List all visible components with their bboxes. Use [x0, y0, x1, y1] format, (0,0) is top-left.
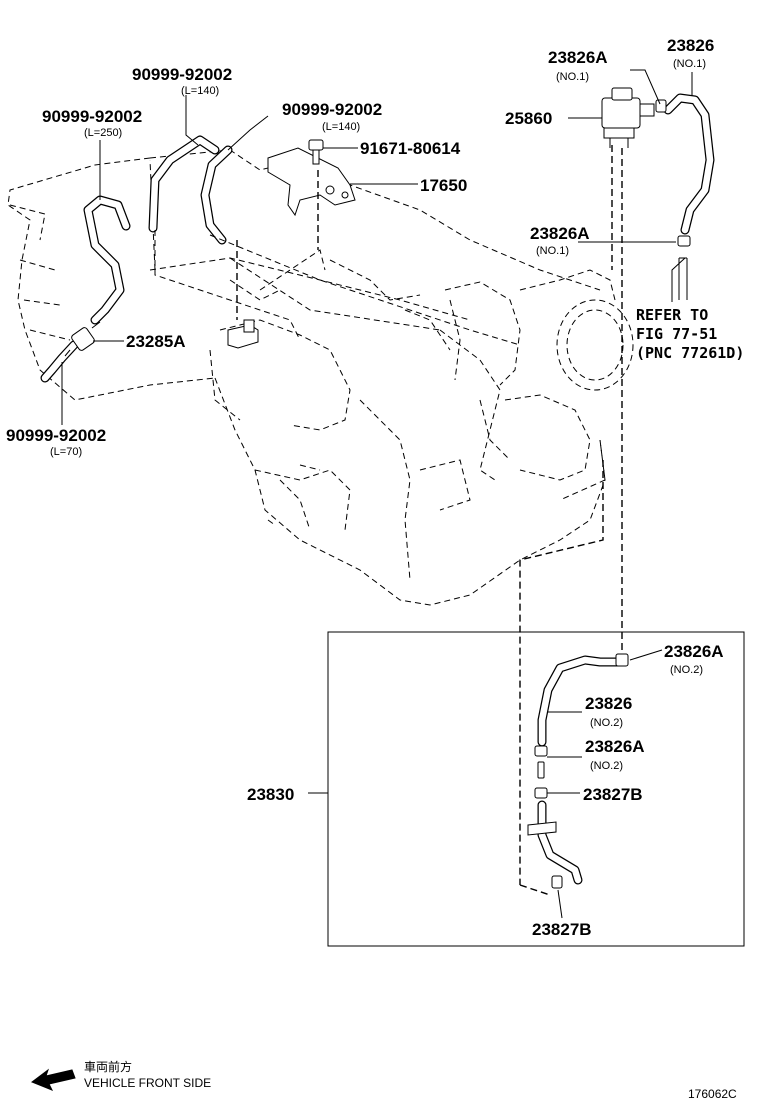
- part-number-label: 23827B: [583, 785, 643, 804]
- vacuum-transmitter-23285A: [64, 321, 101, 357]
- part-number-label: 23827B: [532, 920, 592, 939]
- part-number-label: 23826A: [585, 737, 645, 756]
- callout-c16: 23827B: [532, 920, 592, 939]
- part-note-label: (L=140): [322, 121, 360, 133]
- part-note-label: (NO.2): [590, 717, 623, 729]
- clip-23827B-upper: [534, 787, 548, 799]
- part-number-label: 90999-92002: [42, 107, 142, 126]
- callout-c17: 23830: [247, 785, 294, 804]
- part-number-label: 90999-92002: [6, 426, 106, 445]
- part-note-label: (L=70): [50, 446, 82, 458]
- bracket-17650: [267, 147, 356, 217]
- part-note-label: (L=140): [181, 85, 219, 97]
- part-number-label: 25860: [505, 109, 552, 128]
- reference-note: REFER TO FIG 77-51 (PNC 77261D): [636, 306, 744, 362]
- hose-23826-no1: [663, 93, 715, 235]
- front-label-jp: 車両前方: [84, 1059, 132, 1074]
- part-number-label: 23826A: [664, 642, 724, 661]
- bolt-91671-80614: [308, 139, 324, 165]
- figure-id: 176062C: [688, 1087, 737, 1101]
- callout-c13: 23826 (NO.2): [585, 694, 632, 729]
- routing-lines: [154, 145, 623, 896]
- part-number-label: 23830: [247, 785, 294, 804]
- clip-23826A-no2-lower: [534, 745, 548, 779]
- vsv-valve-25860: [601, 87, 665, 148]
- part-number-label: 23826: [667, 36, 714, 55]
- part-note-label: (NO.1): [673, 58, 706, 70]
- callout-c4: 91671-80614: [360, 139, 461, 158]
- callout-c12: 23826A (NO.2): [664, 642, 724, 676]
- part-note-label: (L=250): [84, 127, 122, 139]
- reference-line-2: FIG 77-51: [636, 325, 717, 343]
- engine-outline: [7, 149, 634, 606]
- part-number-label: 91671-80614: [360, 139, 461, 158]
- hose-l70: [40, 340, 79, 383]
- part-number-label: 23826: [585, 694, 632, 713]
- callout-c14: 23826A (NO.2): [585, 737, 645, 772]
- callout-c7: 23826 (NO.1): [667, 36, 714, 70]
- reference-line-1: REFER TO: [636, 306, 708, 324]
- pipe-assembly: [527, 800, 583, 885]
- callout-c6: 23826A (NO.1): [548, 48, 608, 83]
- front-label-en: VEHICLE FRONT SIDE: [84, 1076, 211, 1090]
- callout-c3: 90999-92002 (L=140): [282, 100, 382, 133]
- clip-23826A-no2-upper: [615, 653, 629, 667]
- part-note-label: (NO.1): [556, 71, 589, 83]
- arrow-left-icon: [30, 1068, 76, 1091]
- callout-c1: 90999-92002 (L=140): [132, 65, 232, 97]
- callout-c8: 25860: [505, 109, 552, 128]
- part-number-label: 17650: [420, 176, 467, 195]
- callout-c15: 23827B: [583, 785, 643, 804]
- hose-l140-upper: [148, 135, 220, 233]
- part-number-label: 90999-92002: [282, 100, 382, 119]
- part-number-label: 23285A: [126, 332, 186, 351]
- clip-23826A-no1-lower: [677, 235, 691, 247]
- part-note-label: (NO.1): [536, 245, 569, 257]
- callout-c9: 23826A (NO.1): [530, 224, 590, 257]
- callout-c11: 90999-92002 (L=70): [6, 426, 106, 458]
- reference-line-3: (PNC 77261D): [636, 344, 744, 362]
- clip-23827B-lower: [551, 875, 563, 889]
- part-number-label: 23826A: [548, 48, 608, 67]
- callout-c5: 17650: [420, 176, 467, 195]
- clip-23826A-no1-upper: [655, 99, 667, 113]
- part-number-label: 23826A: [530, 224, 590, 243]
- callout-c2: 90999-92002 (L=250): [42, 107, 142, 139]
- part-note-label: (NO.2): [590, 760, 623, 772]
- assembly-box-23830: [327, 631, 745, 947]
- intake-port-fitting: [227, 319, 259, 349]
- callout-c10: 23285A: [126, 332, 186, 351]
- leader-lines: [61, 69, 693, 919]
- hose-l140-right: [200, 145, 233, 245]
- vehicle-front-indicator: 車両前方 VEHICLE FRONT SIDE: [30, 1059, 211, 1091]
- hose-l250: [83, 195, 131, 325]
- hose-23826-no2: [537, 655, 625, 747]
- part-number-label: 90999-92002: [132, 65, 232, 84]
- part-note-label: (NO.2): [670, 664, 703, 676]
- pipe-stub-ref: [678, 257, 688, 300]
